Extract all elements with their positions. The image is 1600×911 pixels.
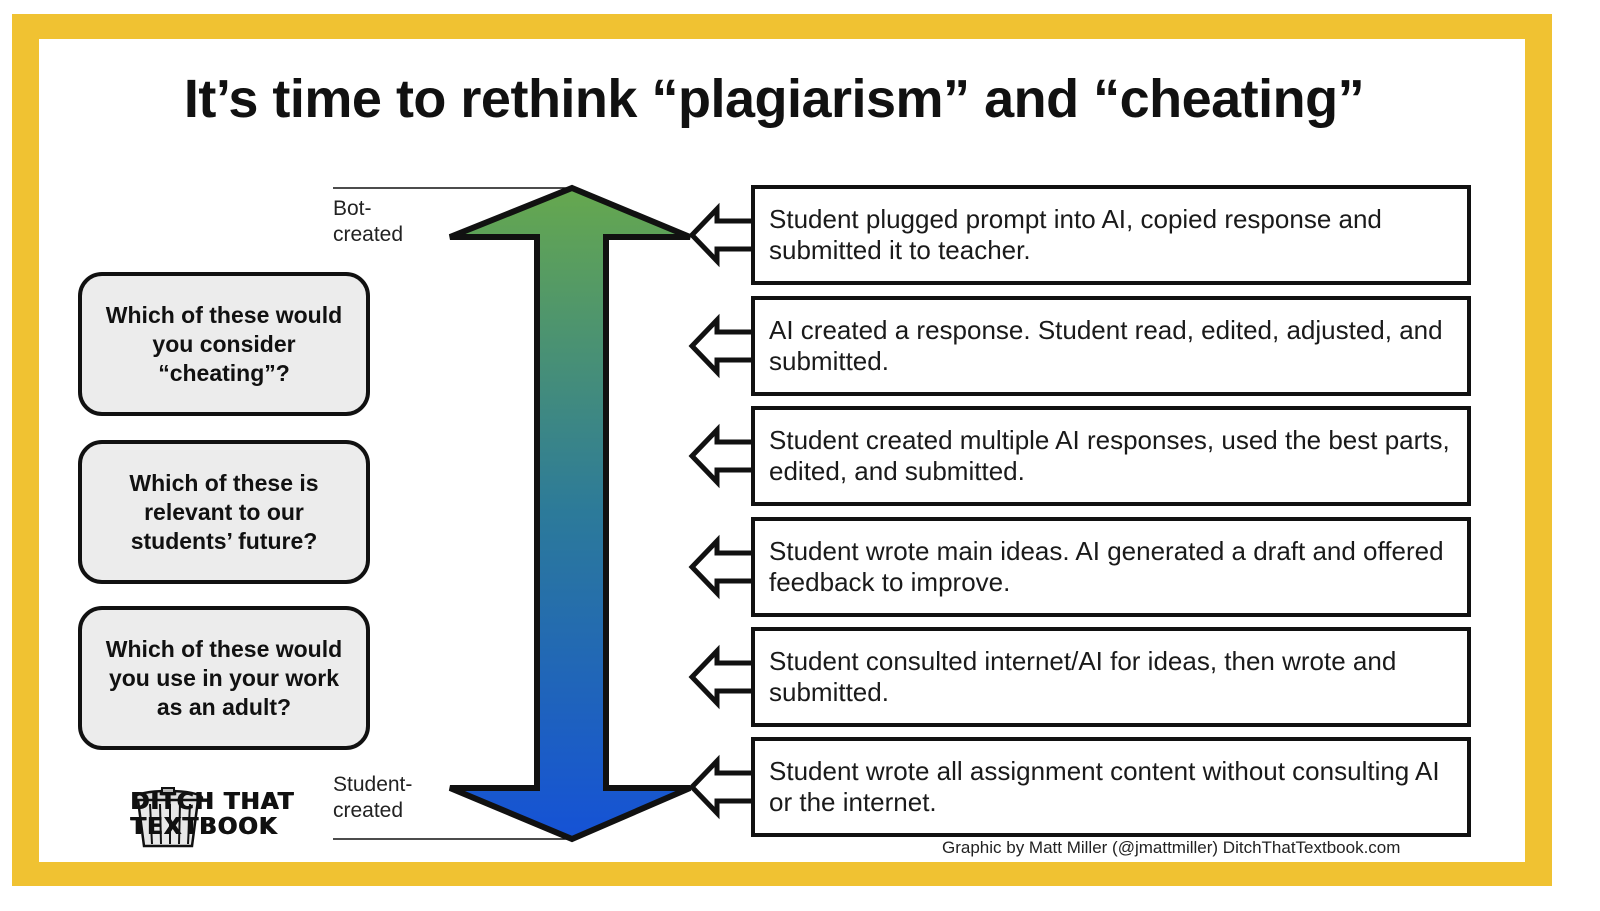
scenario-box-6: Student wrote all assignment content wit…	[751, 737, 1471, 837]
bot-created-text: Bot- created	[333, 197, 404, 246]
pointer-arrow-icon	[688, 534, 753, 600]
pointer-arrow-icon	[688, 202, 753, 268]
scenario-text: Student wrote main ideas. AI generated a…	[769, 536, 1444, 597]
logo-line-2: TEXTBOOK	[130, 814, 278, 840]
scenario-box-5: Student consulted internet/AI for ideas,…	[751, 627, 1471, 727]
page-title: It’s time to rethink “plagiarism” and “c…	[183, 69, 1365, 129]
question-box-adult-work: Which of these would you use in your wor…	[78, 606, 370, 750]
scenario-box-2: AI created a response. Student read, edi…	[751, 296, 1471, 396]
question-box-cheating: Which of these would you consider “cheat…	[78, 272, 370, 416]
question-box-future: Which of these is relevant to our studen…	[78, 440, 370, 584]
question-text: Which of these would you use in your wor…	[105, 635, 343, 720]
pointer-arrow-icon	[688, 644, 753, 710]
bot-created-label: Bot- created	[333, 196, 433, 248]
logo-line-1: DITCH THAT	[130, 789, 295, 815]
pointer-arrow-icon	[688, 423, 753, 489]
scenario-text: AI created a response. Student read, edi…	[769, 315, 1443, 376]
scenario-text: Student created multiple AI responses, u…	[769, 425, 1450, 486]
scenario-text: Student consulted internet/AI for ideas,…	[769, 646, 1397, 707]
credit-line: Graphic by Matt Miller (@jmattmiller) Di…	[942, 838, 1401, 857]
double-headed-scale-arrow	[448, 184, 692, 843]
scenario-box-4: Student wrote main ideas. AI generated a…	[751, 517, 1471, 617]
scenario-text: Student plugged prompt into AI, copied r…	[769, 204, 1382, 265]
question-text: Which of these is relevant to our studen…	[129, 469, 319, 554]
question-text: Which of these would you consider “cheat…	[105, 301, 343, 386]
scenario-box-1: Student plugged prompt into AI, copied r…	[751, 185, 1471, 285]
logo-wordmark: DITCH THAT TEXTBOOK	[130, 790, 294, 840]
student-created-label: Student- created	[333, 772, 433, 824]
pointer-arrow-icon	[688, 313, 753, 379]
pointer-arrow-icon	[688, 754, 753, 820]
scenario-box-3: Student created multiple AI responses, u…	[751, 406, 1471, 506]
scenario-text: Student wrote all assignment content wit…	[769, 756, 1440, 817]
student-created-text: Student- created	[333, 773, 413, 822]
trash-can-icon	[132, 787, 204, 848]
